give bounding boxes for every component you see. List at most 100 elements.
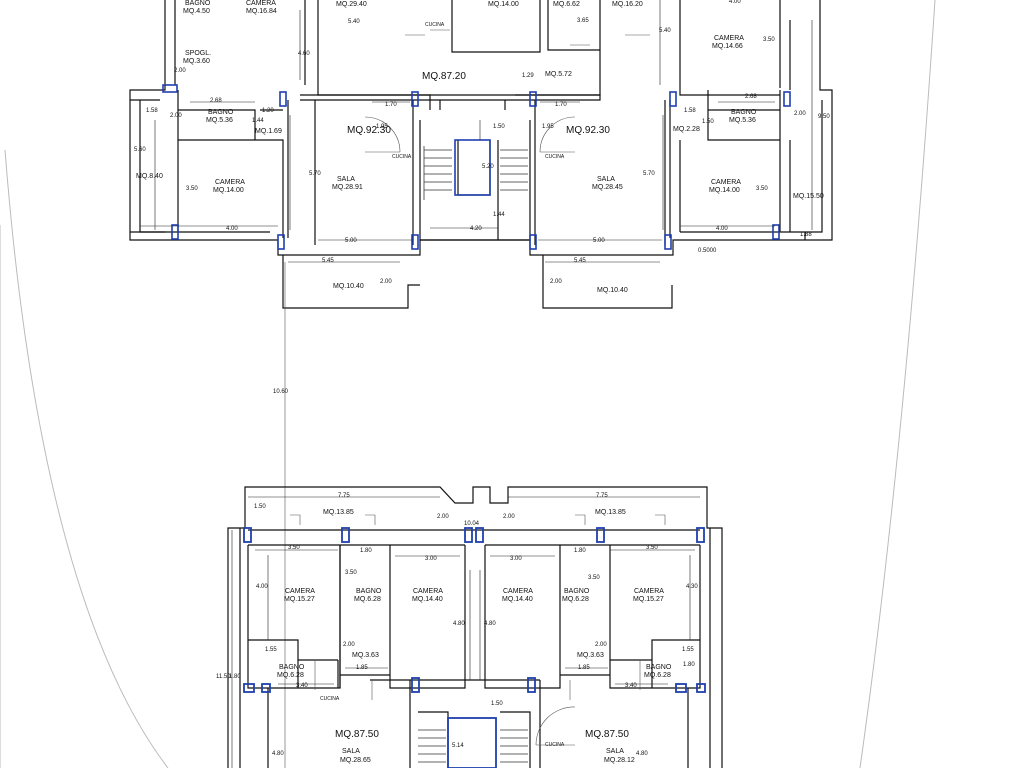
- label-area-1620: MQ.16.20: [612, 1, 643, 8]
- unit-area-labels: MQ.87.20 MQ.92.30 MQ.92.30 MQ.87.50 MQ.8…: [335, 71, 629, 740]
- dimension-label: 1.44: [252, 118, 264, 124]
- label-area-572: MQ.5.72: [545, 71, 572, 78]
- dimension-label: 2.00: [550, 279, 562, 285]
- room-labels: BAGNO MQ.4.50 CAMERA MQ.16.84 SPOGL. MQ.…: [136, 0, 824, 764]
- dimension-label: 3.50: [186, 186, 198, 192]
- dimension-label: 5.40: [659, 28, 671, 34]
- label-cam-1527-l-area: MQ.15.27: [284, 596, 315, 603]
- label-camera-1466-area: MQ.14.66: [712, 43, 743, 50]
- dimension-label: 3.50: [646, 545, 658, 551]
- label-bagno-536-r-area: MQ.5.36: [729, 117, 756, 124]
- label-bagno-628-br-area: MQ.6.28: [644, 672, 671, 679]
- label-camera-1684: CAMERA: [246, 0, 276, 7]
- dimension-label: 3.40: [296, 683, 308, 689]
- bottom-stairs: [418, 729, 528, 763]
- bottom-structural-pillars: [243, 527, 706, 768]
- label-spogl-area: MQ.3.60: [183, 58, 210, 65]
- dimension-label: 1.88: [800, 232, 812, 238]
- dimension-label: 1.85: [356, 665, 368, 671]
- unit-area-top-upper: MQ.87.20: [422, 71, 466, 82]
- label-area-228: MQ.2.28: [673, 126, 700, 133]
- dimension-label: 1.80: [360, 548, 372, 554]
- label-cam-1527-r-area: MQ.15.27: [633, 596, 664, 603]
- dimension-label: 1.55: [682, 647, 694, 653]
- top-stairs: [423, 146, 528, 200]
- site-boundary: [0, 0, 936, 768]
- dimension-label: 1.70: [555, 102, 567, 108]
- dimension-label: 5.20: [482, 164, 494, 170]
- dimension-label: 3.50: [588, 575, 600, 581]
- bottom-building-walls: [227, 486, 723, 768]
- dimension-label: 1.80: [683, 662, 695, 668]
- unit-area-bottom-right: MQ.87.50: [585, 729, 629, 740]
- dimension-label: 10.60: [273, 389, 289, 395]
- dimension-label: 2.00: [437, 514, 449, 520]
- dimension-label: 3.65: [577, 18, 589, 24]
- label-cam-1527-r: CAMERA: [634, 588, 664, 595]
- label-cam-1440-l-area: MQ.14.40: [412, 596, 443, 603]
- dimension-label: 3.00: [425, 556, 437, 562]
- bottom-door-swings: [290, 514, 666, 746]
- top-dimension-lines: [140, 0, 813, 768]
- dimension-label: 3.50: [756, 186, 768, 192]
- dimension-label: 4.00: [256, 584, 268, 590]
- dimension-label: 5.45: [574, 258, 586, 264]
- dimension-label: 1.20: [262, 108, 274, 114]
- label-bagno-628-r: BAGNO: [564, 588, 590, 595]
- dimension-label: 2.68: [210, 98, 222, 104]
- dimension-label: 4.80: [453, 621, 465, 627]
- dimension-label: 5.14: [452, 743, 464, 749]
- label-camera-1400-l-area: MQ.14.00: [213, 187, 244, 194]
- label-balc-l: MQ.10.40: [333, 283, 364, 290]
- label-bagno-536-r: BAGNO: [731, 109, 757, 116]
- label-camera-1466: CAMERA: [714, 35, 744, 42]
- dimension-label: 1.80: [574, 548, 586, 554]
- dimension-label: 1.50: [254, 504, 266, 510]
- top-door-swings: [364, 29, 650, 153]
- unit-area-bottom-left: MQ.87.50: [335, 729, 379, 740]
- label-bagno-628-l: BAGNO: [356, 588, 382, 595]
- dimension-label: 2.00: [503, 514, 515, 520]
- dimension-label: 4.20: [470, 226, 482, 232]
- dimension-label: 5.00: [593, 238, 605, 244]
- label-sala-b-l: SALA: [342, 748, 360, 755]
- label-camera-1684-area: MQ.16.84: [246, 8, 277, 15]
- label-bagno-450: BAGNO: [185, 0, 211, 7]
- dimension-label: 2.00: [380, 279, 392, 285]
- label-sala-2891: SALA: [337, 176, 355, 183]
- label-bagno-628-r-area: MQ.6.28: [562, 596, 589, 603]
- dimension-label: 7.75: [596, 493, 608, 499]
- dimension-label: 4.00: [729, 0, 741, 5]
- label-cam-1440-r: CAMERA: [503, 588, 533, 595]
- label-sala-2845: SALA: [597, 176, 615, 183]
- label-area-840: MQ.8.40: [136, 173, 163, 180]
- label-cam-1527-l: CAMERA: [285, 588, 315, 595]
- label-area-2940: MQ.29.40: [336, 1, 367, 8]
- label-sala-2845-area: MQ.28.45: [592, 184, 623, 191]
- dimension-label: 1.50: [491, 701, 503, 707]
- label-area-1400-top: MQ.14.00: [488, 1, 519, 8]
- label-cucina-br: CUCINA: [545, 742, 565, 748]
- label-cucina-top: CUCINA: [425, 22, 445, 28]
- top-building-walls: [129, 0, 833, 309]
- label-area-169: MQ.1.69: [255, 128, 282, 135]
- label-area-363-l: MQ.3.63: [352, 652, 379, 659]
- dimension-label: 2.68: [745, 94, 757, 100]
- label-sala-b-r-area: MQ.28.12: [604, 757, 635, 764]
- label-terr-l: MQ.13.85: [323, 509, 354, 516]
- dimension-label: 5.70: [643, 171, 655, 177]
- label-bagno-628-bl: BAGNO: [279, 664, 305, 671]
- label-bagno-628-br: BAGNO: [646, 664, 672, 671]
- dimension-label: 5.60: [134, 147, 146, 153]
- dimension-label: 0.5000: [698, 248, 717, 254]
- dimension-label: 9.50: [818, 114, 830, 120]
- label-sala-2891-area: MQ.28.91: [332, 184, 363, 191]
- label-bagno-628-bl-area: MQ.6.28: [277, 672, 304, 679]
- label-cucina-r: CUCINA: [545, 154, 565, 160]
- dimension-label: 3.50: [288, 545, 300, 551]
- label-area-1550: MQ.15.50: [793, 193, 824, 200]
- dimension-label: 1.85: [578, 665, 590, 671]
- dimension-label: 5.70: [309, 171, 321, 177]
- dimension-label: 4.80: [636, 751, 648, 757]
